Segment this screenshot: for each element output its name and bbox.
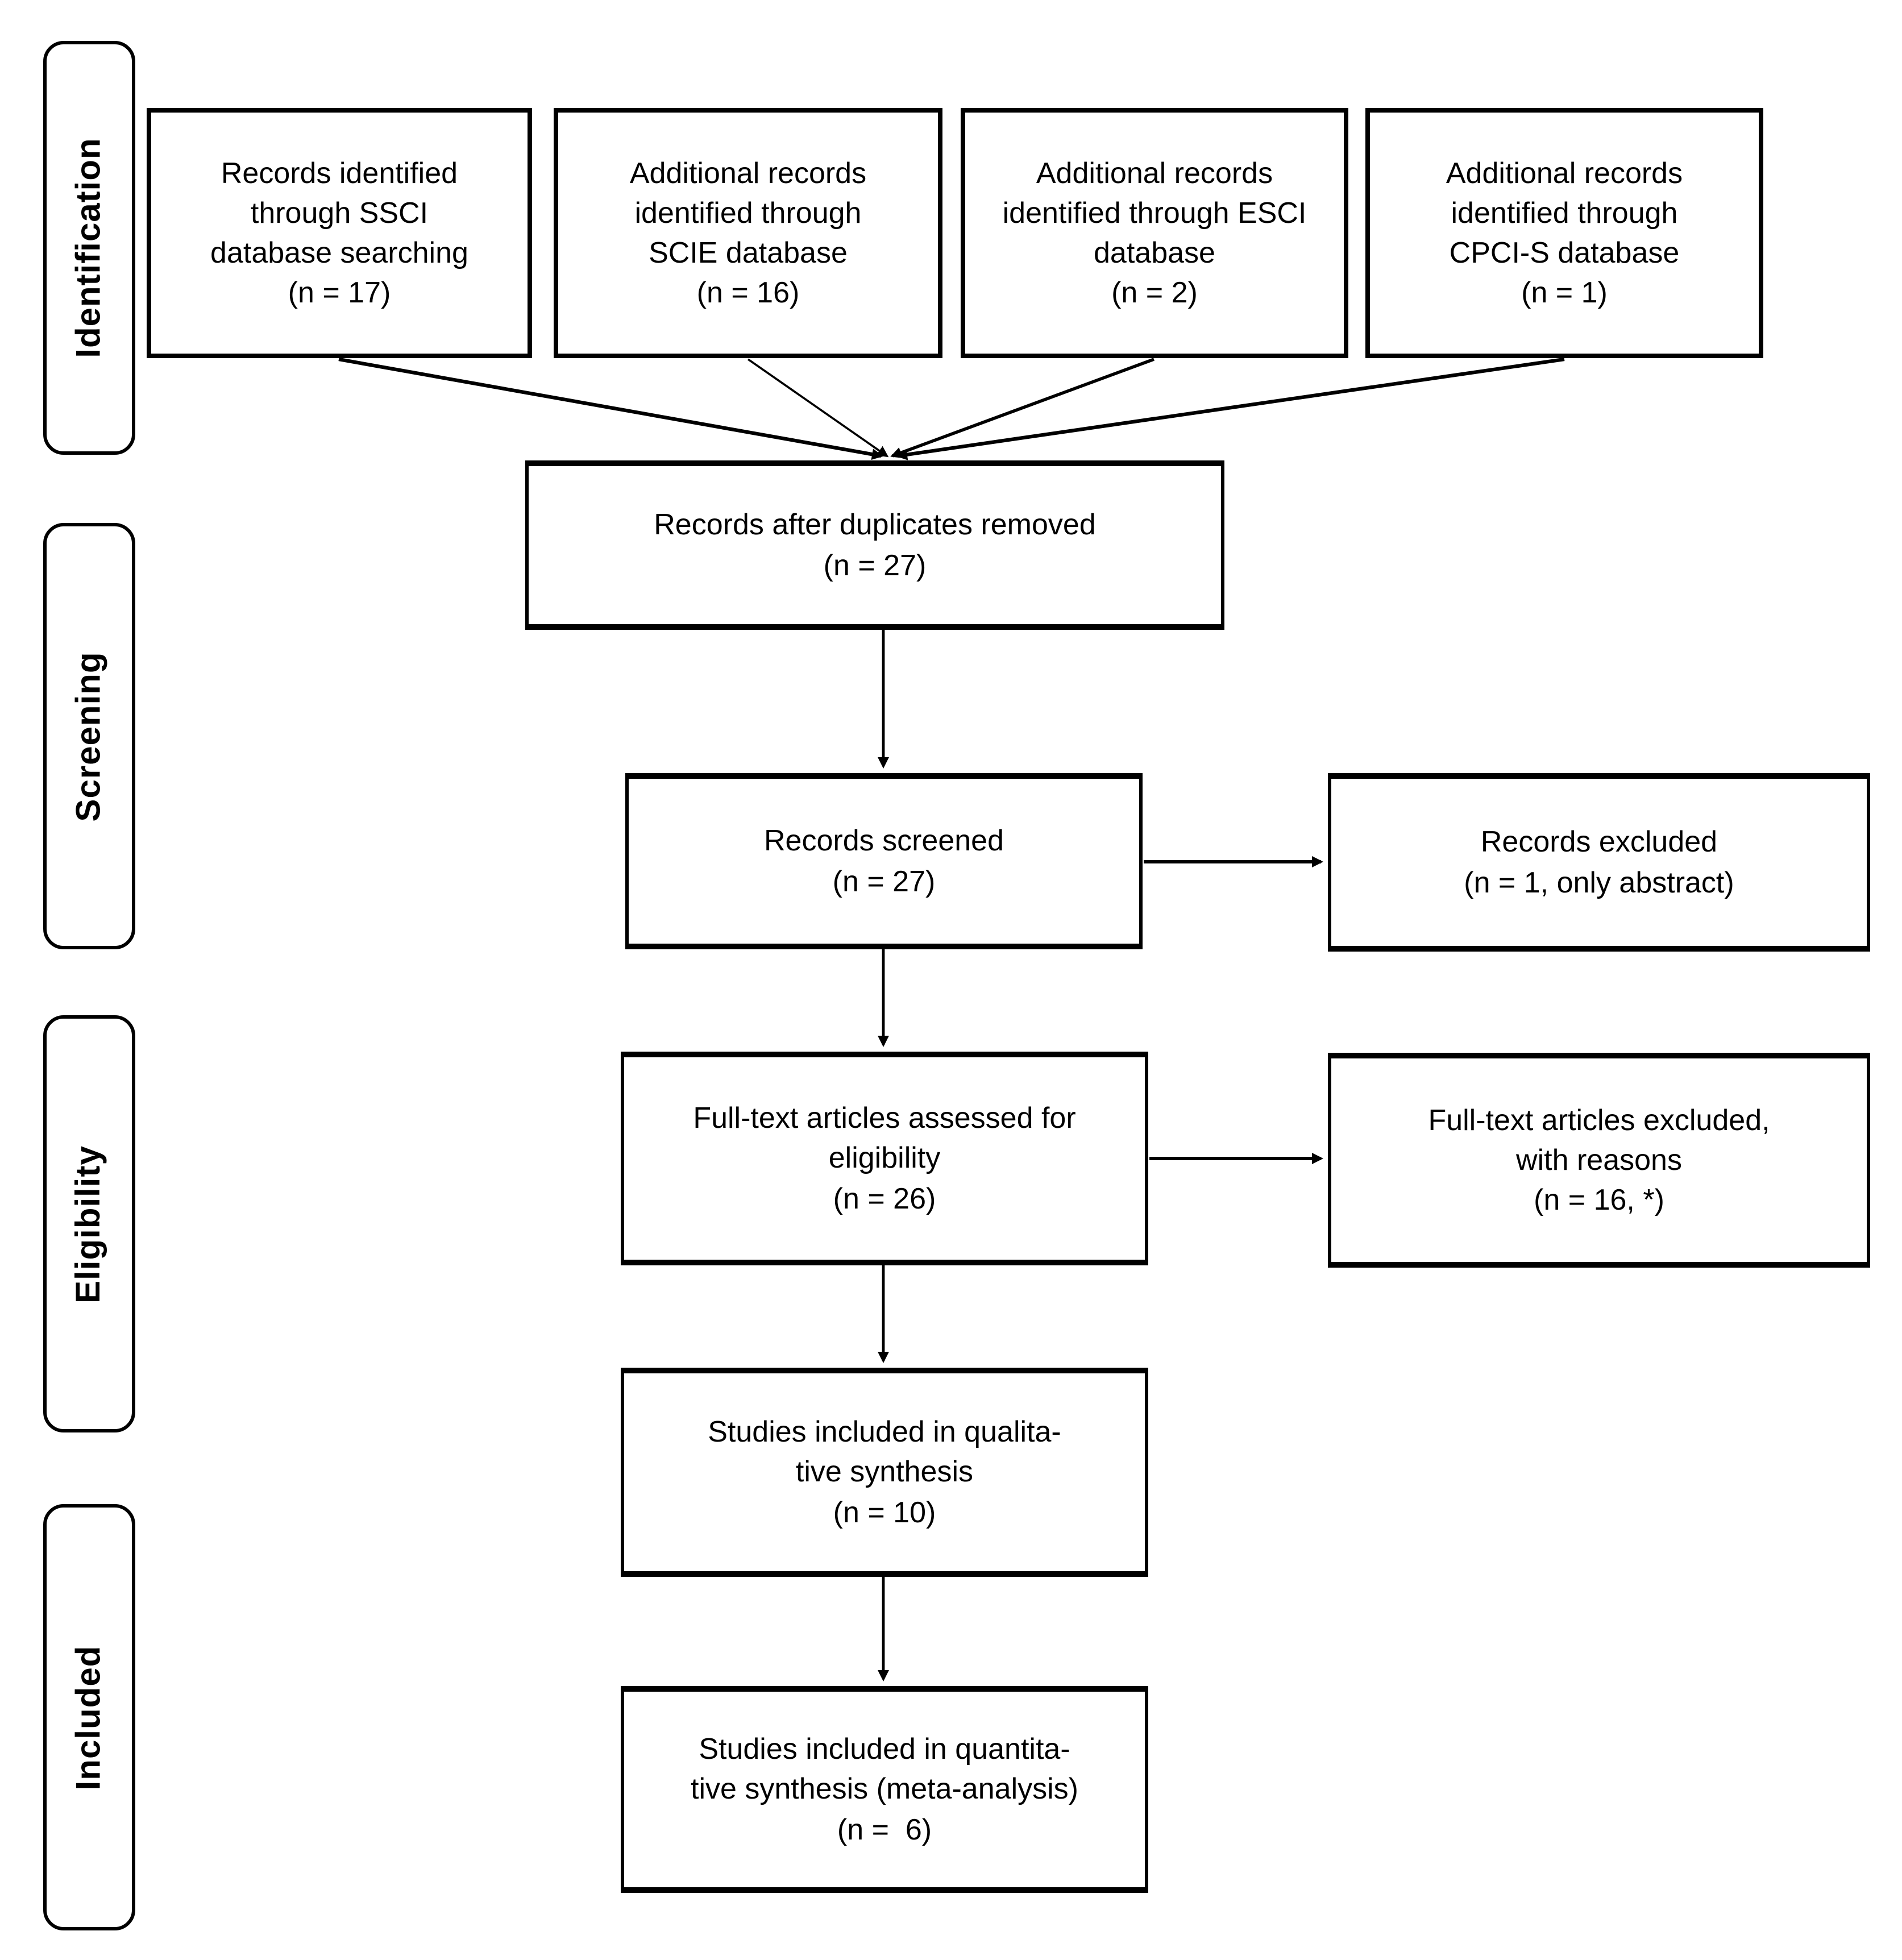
box-records-identified-ssci-text: Records identified through SSCI database… (210, 155, 468, 310)
box-quantitative-synthesis: Studies included in quantita- tive synth… (621, 1686, 1148, 1893)
box-records-screened-text: Records screened (n = 27) (764, 823, 1004, 898)
stage-label-included-text: Included (70, 1645, 107, 1790)
stage-label-identification: Identification (43, 41, 135, 455)
box-records-excluded-text: Records excluded (n = 1, only abstract) (1464, 824, 1734, 899)
arrow-ssci-to-duplicates (338, 357, 883, 460)
box-duplicates-removed-text: Records after duplicates removed (n = 27… (654, 507, 1096, 582)
box-fulltext-assessed-text: Full-text articles assessed for eligibil… (693, 1101, 1076, 1215)
box-additional-records-scie: Additional records identified through SC… (554, 108, 942, 358)
box-quantitative-synthesis-text: Studies included in quantita- tive synth… (691, 1731, 1078, 1846)
arrow-cpcis-to-duplicates (896, 357, 1565, 460)
box-fulltext-excluded: Full-text articles excluded, with reason… (1328, 1053, 1870, 1268)
stage-label-included: Included (43, 1504, 135, 1930)
stage-label-identification-text: Identification (70, 138, 108, 358)
box-qualitative-synthesis: Studies included in qualita- tive synthe… (621, 1368, 1148, 1577)
box-fulltext-excluded-text: Full-text articles excluded, with reason… (1428, 1102, 1770, 1217)
box-additional-records-esci-text: Additional records identified through ES… (1002, 155, 1307, 310)
box-records-identified-ssci: Records identified through SSCI database… (147, 108, 532, 358)
stage-label-screening: Screening (43, 523, 135, 949)
box-records-excluded: Records excluded (n = 1, only abstract) (1328, 773, 1870, 952)
box-records-screened: Records screened (n = 27) (625, 773, 1143, 949)
stage-label-eligibility: Eligibility (43, 1015, 135, 1432)
box-additional-records-cpcis: Additional records identified through CP… (1365, 108, 1763, 358)
box-duplicates-removed: Records after duplicates removed (n = 27… (525, 460, 1224, 630)
box-fulltext-assessed: Full-text articles assessed for eligibil… (621, 1052, 1148, 1265)
box-additional-records-cpcis-text: Additional records identified through CP… (1446, 155, 1683, 310)
arrow-scie-to-duplicates (747, 358, 889, 458)
stage-label-screening-text: Screening (70, 651, 107, 821)
stage-label-eligibility-text: Eligibility (70, 1145, 108, 1303)
box-additional-records-esci: Additional records identified through ES… (961, 108, 1348, 358)
arrow-esci-to-duplicates (890, 358, 1155, 458)
box-additional-records-scie-text: Additional records identified through SC… (629, 155, 867, 310)
box-qualitative-synthesis-text: Studies included in qualita- tive synthe… (708, 1414, 1061, 1529)
